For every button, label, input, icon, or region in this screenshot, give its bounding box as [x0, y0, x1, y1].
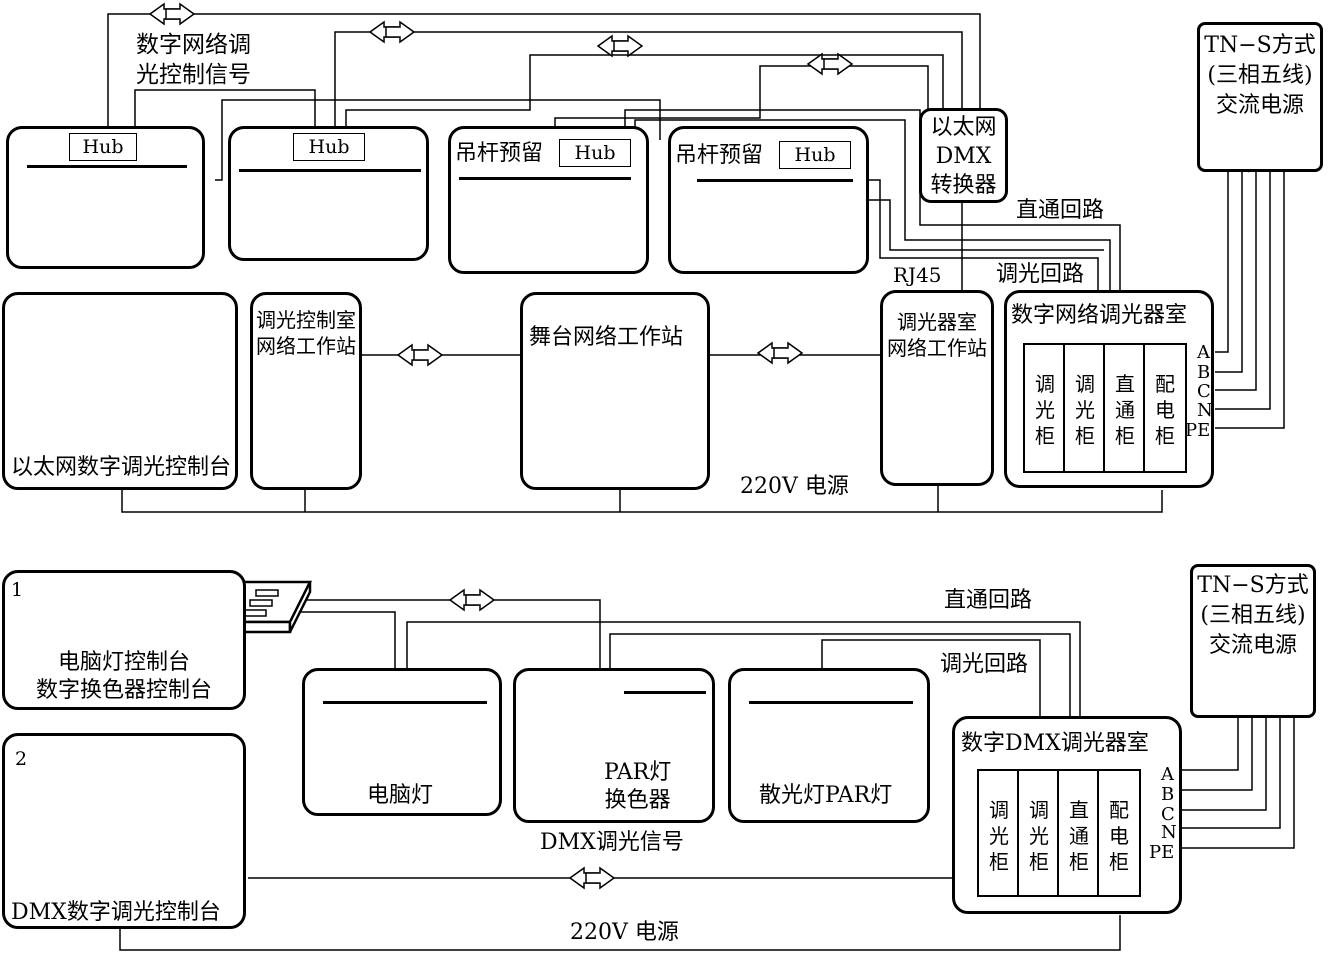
dmx-dimmer-room-label: 数字DMX调光器室	[961, 731, 1149, 756]
hub-box: Hub	[293, 133, 365, 161]
console-2-box: 2 DMX数字调光控制台	[2, 733, 246, 929]
distribution-cabinet: 配 电 柜	[1097, 769, 1141, 897]
direct-circuit-label-bottom: 直通回路	[944, 588, 1033, 613]
moving-lights-box: 电脑灯	[302, 668, 502, 816]
converter-label: 以太网 DMX 转换器	[930, 115, 997, 198]
phase-n: N	[1197, 400, 1213, 421]
tns-power-label: TN−S方式 (三相五线) 交流电源	[1204, 33, 1316, 118]
fixture-rail	[749, 701, 913, 704]
fixture-rail	[239, 169, 421, 172]
phase-a: A	[1161, 764, 1174, 785]
phase-b: B	[1197, 362, 1211, 383]
moving-lights-label: 电脑灯	[367, 783, 434, 808]
ethernet-console-box: 以太网数字调光控制台	[2, 292, 238, 490]
console-2-number: 2	[15, 748, 28, 770]
fixture-rail	[323, 701, 487, 704]
distribution-cabinet: 配 电 柜	[1143, 343, 1187, 473]
dimmer-room-ws-label: 调光器室 网络工作站	[887, 310, 987, 360]
batten-label: 吊杆预留	[675, 143, 764, 168]
fixture-rail	[624, 691, 706, 694]
dimmer-cabinet: 调 光 柜	[1017, 769, 1061, 897]
batten-label: 吊杆预留	[455, 141, 544, 166]
power-220-label-top: 220V 电源	[740, 474, 849, 499]
dimmer-room-workstation-box: 调光器室 网络工作站	[880, 290, 994, 486]
fresnel-group-box: Hub	[228, 126, 429, 261]
batten-reserve-box-1: 吊杆预留 Hub	[448, 126, 649, 274]
dimmer-room-label: 数字网络调光器室	[1011, 303, 1188, 328]
hub-box: Hub	[559, 139, 631, 167]
direct-circuit-label: 直通回路	[1016, 198, 1105, 223]
tns-power-label-bottom: TN−S方式 (三相五线) 交流电源	[1197, 573, 1309, 658]
direct-cabinet: 直 通 柜	[1103, 343, 1147, 473]
ethernet-dmx-converter-box: 以太网 DMX 转换器	[919, 108, 1008, 203]
dmx-signal-label: DMX调光信号	[540, 830, 684, 855]
phase-c: C	[1161, 804, 1175, 825]
hub-box: Hub	[779, 141, 851, 169]
dimming-circuit-label-bottom: 调光回路	[940, 652, 1029, 677]
fixture-rail	[459, 177, 631, 180]
hub-box: Hub	[69, 133, 137, 161]
phase-b: B	[1161, 784, 1175, 805]
phase-pe: PE	[1149, 842, 1175, 863]
console-1-box: 1 电脑灯控制台 数字换色器控制台	[2, 570, 246, 710]
phase-a: A	[1197, 342, 1210, 363]
console-1-label: 电脑灯控制台 数字换色器控制台	[35, 650, 212, 703]
phase-pe: PE	[1185, 420, 1211, 441]
moving-light-group-box: Hub	[6, 126, 205, 269]
control-room-workstation-box: 调光控制室 网络工作站	[250, 292, 362, 490]
console-label: 以太网数字调光控制台	[11, 455, 232, 480]
fixture-rail	[27, 165, 187, 168]
console-2-label: DMX数字调光控制台	[11, 900, 221, 925]
phase-c: C	[1197, 381, 1211, 402]
batten-reserve-box-2: 吊杆预留 Hub	[668, 126, 869, 274]
stage-workstation-box: 舞台网络工作站	[520, 292, 710, 490]
flood-par-label: 散光灯PAR灯	[759, 783, 893, 808]
tns-power-box-top: TN−S方式 (三相五线) 交流电源	[1197, 22, 1323, 172]
fixture-rail	[697, 179, 853, 182]
rj45-label: RJ45	[893, 263, 942, 287]
dimmer-cabinet: 调 光 柜	[1023, 343, 1067, 473]
tns-power-box-bottom: TN−S方式 (三相五线) 交流电源	[1190, 564, 1316, 718]
phase-n: N	[1161, 822, 1177, 843]
console-1-number: 1	[11, 579, 24, 601]
dimming-circuit-label: 调光回路	[996, 262, 1085, 287]
dimmer-cabinet: 调 光 柜	[977, 769, 1021, 897]
par-changer-label: PAR灯 换色器	[604, 760, 672, 813]
network-signal-label: 数字网络调 光控制信号	[136, 32, 251, 88]
par-changer-box: PAR灯 换色器	[513, 668, 715, 823]
dimmer-cabinet: 调 光 柜	[1063, 343, 1107, 473]
flood-par-box: 散光灯PAR灯	[728, 668, 930, 823]
dmx-dimmer-room-box: 数字DMX调光器室 调 光 柜 调 光 柜 直 通 柜 配 电 柜 A B C …	[952, 716, 1182, 914]
power-220-label-bottom: 220V 电源	[570, 920, 679, 945]
stage-ws-label: 舞台网络工作站	[529, 325, 684, 350]
dimmer-room-box-top: 数字网络调光器室 调 光 柜 调 光 柜 直 通 柜 配 电 柜 A B C N…	[1004, 290, 1214, 488]
direct-cabinet: 直 通 柜	[1057, 769, 1101, 897]
control-room-ws-label: 调光控制室 网络工作站	[256, 308, 356, 358]
